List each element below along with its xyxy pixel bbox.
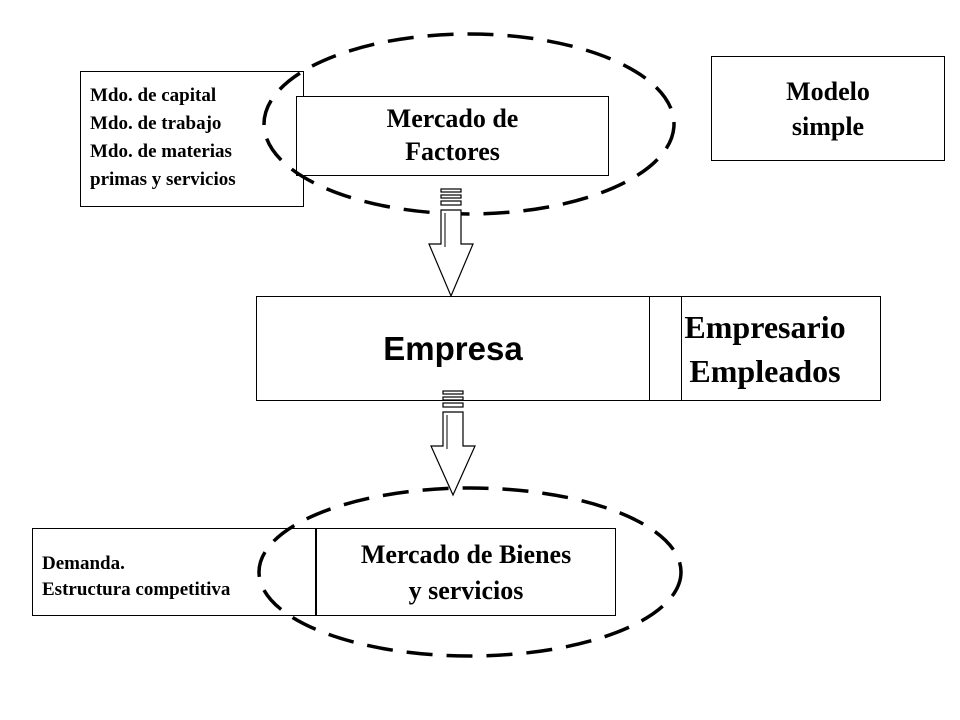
model-box: Modelo simple <box>711 56 945 161</box>
factor-market-label-line-1: Mercado de <box>386 104 519 133</box>
factor-market-box: Mercado de Factores <box>296 96 609 176</box>
down-arrow-icon <box>428 188 474 298</box>
company-divider <box>681 297 682 400</box>
factor-markets-list: Mdo. de capital Mdo. de trabajo Mdo. de … <box>90 82 236 194</box>
entrepreneur-label: Empresario <box>684 309 846 345</box>
company-roles: Empresario Empleados <box>649 305 881 393</box>
goods-market-label-line-1: Mercado de Bienes <box>360 540 572 569</box>
demand-list: Demanda. Estructura competitiva <box>42 551 230 603</box>
goods-market-dashed-ellipse <box>257 486 683 658</box>
list-item: Estructura competitiva <box>42 579 231 600</box>
list-item: Mdo. de trabajo <box>90 113 222 134</box>
goods-market-box: Mercado de Bienes y servicios <box>316 528 616 616</box>
model-label-line-2: simple <box>791 112 865 141</box>
company-divider <box>649 297 650 400</box>
employees-label: Empleados <box>689 353 841 389</box>
list-item: Mdo. de materias <box>90 141 232 162</box>
factor-market-dashed-ellipse <box>262 32 676 216</box>
demand-list-box: Demanda. Estructura competitiva <box>32 528 316 616</box>
goods-market-label-line-2: y servicios <box>408 576 524 605</box>
company-label: Empresa <box>383 330 523 367</box>
model-label-line-1: Modelo <box>786 77 870 106</box>
list-item: Mdo. de capital <box>90 85 217 106</box>
down-arrow-icon <box>430 390 476 497</box>
list-item: Demanda. <box>42 553 125 574</box>
list-item: primas y servicios <box>90 169 236 190</box>
factor-market-label-line-2: Factores <box>405 137 500 166</box>
company-box: Empresa Empresario Empleados <box>256 296 881 401</box>
